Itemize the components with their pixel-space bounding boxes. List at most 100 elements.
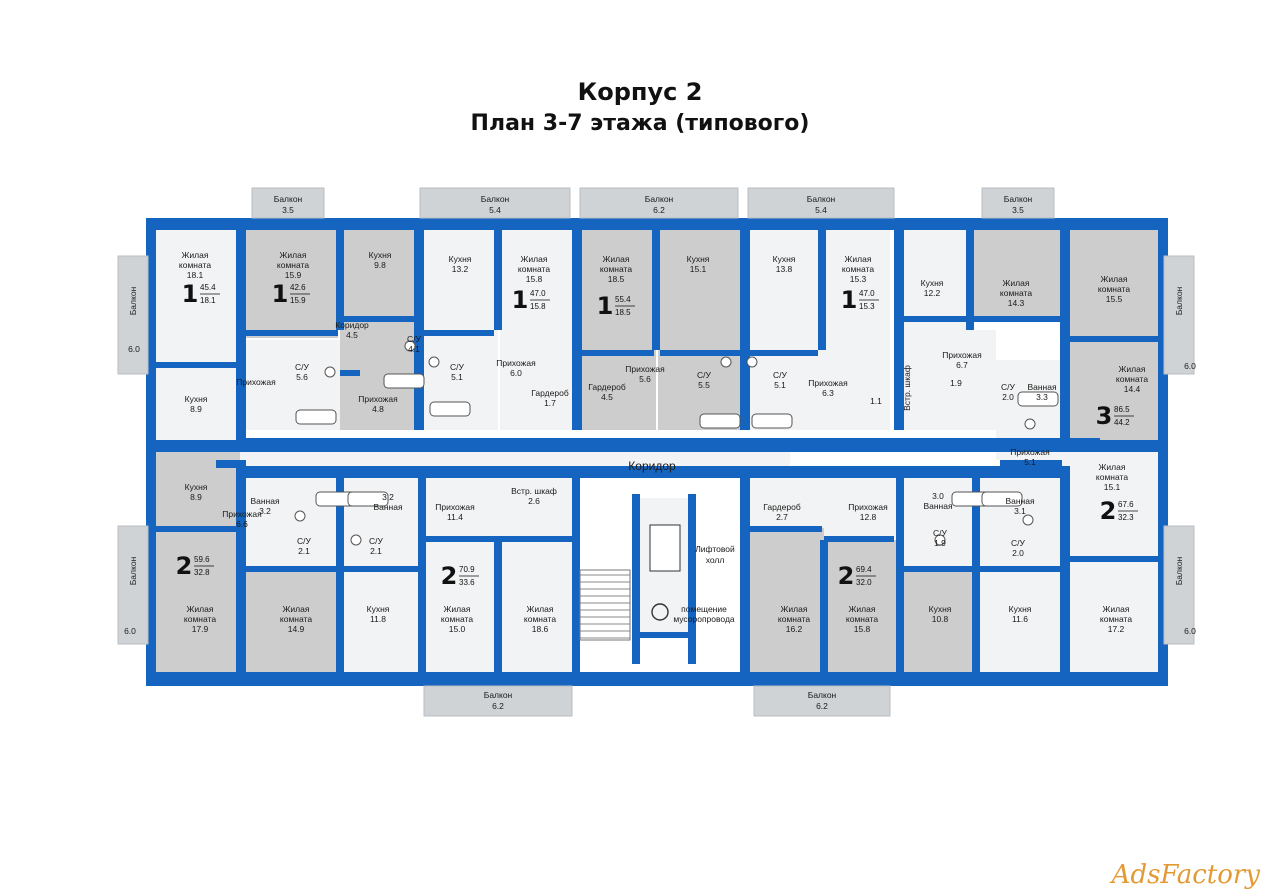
room-label: 10.8: [932, 614, 949, 624]
room-label: 13.8: [776, 264, 793, 274]
room-label: С/У: [1011, 538, 1026, 548]
room-fill: [1062, 572, 1164, 680]
wall-segment: [818, 230, 826, 350]
wall-segment: [146, 218, 1166, 230]
room-label: Жилая: [849, 604, 876, 614]
garbage-chute-icon: [651, 603, 669, 621]
toilet-icon: [1022, 514, 1034, 526]
garbage-room-label: мусоропровода: [673, 614, 735, 624]
room-fill: [972, 230, 1062, 318]
room-fills: [148, 222, 1164, 680]
wall-segment: [336, 478, 344, 678]
wall-segment: [572, 218, 582, 430]
balcony-area: 5.4: [815, 205, 827, 215]
watermark-logo: AdsFactory: [1111, 860, 1260, 890]
wall-segment: [342, 566, 422, 572]
room-label: С/У: [297, 536, 312, 546]
wall-segment: [1060, 466, 1070, 686]
apartment-living: 32.3: [1118, 513, 1134, 522]
wall-segment: [1066, 556, 1162, 562]
balcony-label: Балкон: [128, 286, 138, 315]
wall-segment: [688, 494, 696, 664]
room-label: Кухня: [369, 250, 392, 260]
room-label: Встр. шкаф: [511, 486, 557, 496]
balcony: [753, 685, 891, 717]
room-label: 15.1: [690, 264, 707, 274]
toilet-icon: [428, 356, 440, 368]
apartment-rooms: 1: [272, 280, 289, 308]
toilet-icon: [294, 510, 306, 522]
room-label: 15.0: [449, 624, 466, 634]
bathtub-icon: [1017, 391, 1059, 407]
bathtub-icon: [429, 401, 471, 417]
room-fill: [148, 222, 240, 370]
room-label: комната: [179, 260, 211, 270]
room-label: Прихожая: [236, 377, 276, 387]
lift-hall-label: Лифтовой: [695, 544, 735, 554]
room-label: 3.0: [932, 491, 944, 501]
room-label: 5.6: [639, 374, 651, 384]
wall-segment: [1066, 336, 1162, 342]
room-label: Ванная: [250, 496, 280, 506]
toilet-icon: [350, 534, 362, 546]
room-label: 2.1: [370, 546, 382, 556]
room-label: 15.8: [526, 274, 543, 284]
toilet-icon: [746, 356, 758, 368]
room-label: 1.9: [934, 538, 946, 548]
room-label: Кухня: [449, 254, 472, 264]
toilet-icon: [324, 366, 336, 378]
room-label: комната: [280, 614, 312, 624]
balcony: [747, 187, 895, 219]
balcony: [251, 187, 325, 219]
room-label: 14.9: [288, 624, 305, 634]
wall-segment: [972, 316, 1060, 322]
room-label: Жилая: [444, 604, 471, 614]
room-fill: [658, 230, 742, 430]
bathtub-icon: [383, 373, 425, 389]
fixtures: [294, 340, 1059, 546]
room-fill: [976, 572, 1062, 680]
wall-segment: [632, 494, 640, 664]
apartment-rooms: 2: [838, 562, 855, 590]
wall-segment: [746, 350, 818, 356]
room-label: 5.1: [1024, 457, 1036, 467]
corridor-label: Коридор: [628, 459, 676, 473]
wall-segment: [976, 566, 1064, 572]
balcony-label: Балкон: [481, 194, 510, 204]
room-label: 17.9: [192, 624, 209, 634]
balcony: [1163, 255, 1195, 375]
room-fill: [1062, 452, 1164, 572]
room-fill: [148, 370, 240, 448]
room-label: 15.8: [854, 624, 871, 634]
wall-segment: [336, 230, 344, 330]
wall-segment: [572, 478, 580, 678]
balcony-area: 3.5: [1012, 205, 1024, 215]
room-label: 1.1: [870, 396, 882, 406]
room-fill: [746, 230, 822, 430]
room-label: Кухня: [687, 254, 710, 264]
room-fill: [746, 528, 824, 680]
room-label: комната: [441, 614, 473, 624]
apartment-total: 42.6: [290, 283, 306, 292]
room-label: Гардероб: [588, 382, 626, 392]
room-fill: [500, 230, 572, 430]
room-label: 6.3: [822, 388, 834, 398]
toilet-icon: [934, 534, 946, 546]
wall-segment: [216, 460, 246, 468]
room-label: Ванная: [373, 502, 403, 512]
stair-outline: [579, 569, 631, 641]
wall-segment: [240, 466, 770, 478]
room-label: Жилая: [280, 250, 307, 260]
wall-segment: [972, 478, 980, 678]
wall-segment: [900, 316, 970, 322]
room-label: 2.1: [298, 546, 310, 556]
wall-segment: [660, 350, 740, 356]
room-label: комната: [842, 264, 874, 274]
room-label: 11.4: [447, 512, 463, 522]
room-label: Жилая: [182, 250, 209, 260]
room-label: 14.3: [1008, 298, 1025, 308]
apartment-total: 45.4: [200, 283, 216, 292]
room-fill: [342, 572, 422, 680]
room-label: Жилая: [283, 604, 310, 614]
room-fill: [246, 230, 338, 338]
